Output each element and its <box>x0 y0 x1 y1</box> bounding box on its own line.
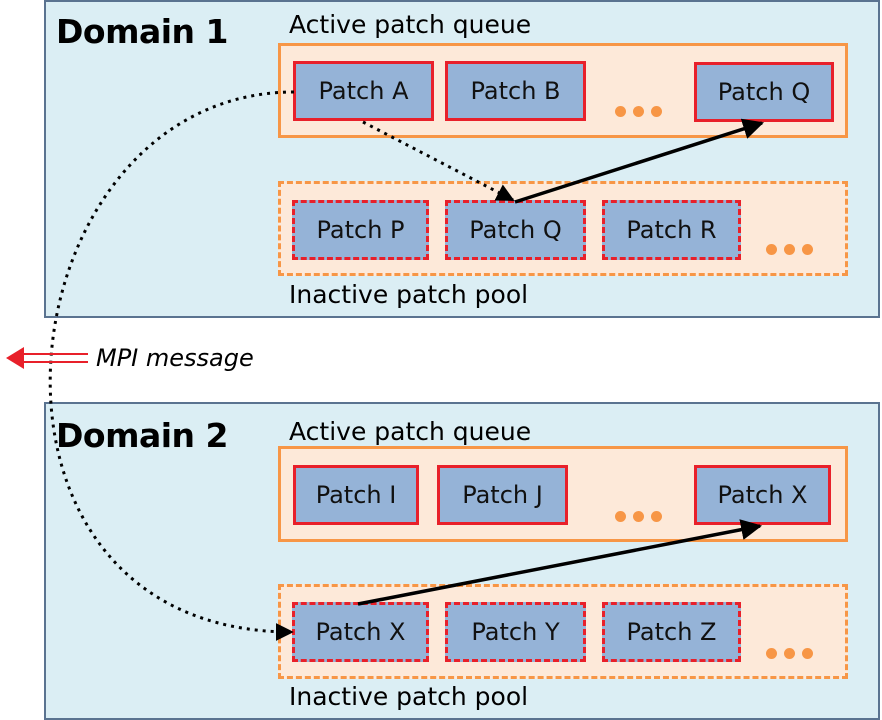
domain-1-inactive-patch-q: Patch Q <box>445 200 586 260</box>
domain-1-inactive-patch-p: Patch P <box>292 200 429 260</box>
mpi-message-label: MPI message <box>96 344 254 372</box>
domain-1-inactive-ellipsis <box>766 244 813 255</box>
domain-1-active-patch-a: Patch A <box>293 61 434 121</box>
domain-1-inactive-label: Inactive patch pool <box>289 280 529 309</box>
domain-1-active-label: Active patch queue <box>289 10 532 39</box>
domain-2-inactive-patch-x: Patch X <box>292 602 429 662</box>
domain-1-active-patch-q: Patch Q <box>694 62 834 122</box>
domain-2-inactive-patch-z: Patch Z <box>602 602 741 662</box>
mpi-message-arrow <box>6 347 88 369</box>
domain-1-active-patch-b: Patch B <box>445 61 586 121</box>
domain-1-inactive-patch-r: Patch R <box>602 200 741 260</box>
domain-2-inactive-patch-y: Patch Y <box>445 602 586 662</box>
domain-2-active-label: Active patch queue <box>289 417 532 446</box>
domain-2-active-patch-x: Patch X <box>694 465 831 525</box>
domain-1-active-ellipsis <box>615 106 662 117</box>
domain-2-active-patch-i: Patch I <box>293 465 419 525</box>
domain-2-title: Domain 2 <box>56 416 228 455</box>
domain-1-title: Domain 1 <box>56 12 228 51</box>
domain-2-active-ellipsis <box>615 511 662 522</box>
domain-2-inactive-ellipsis <box>766 648 813 659</box>
domain-2-inactive-label: Inactive patch pool <box>289 682 529 711</box>
domain-2-active-patch-j: Patch J <box>437 465 568 525</box>
